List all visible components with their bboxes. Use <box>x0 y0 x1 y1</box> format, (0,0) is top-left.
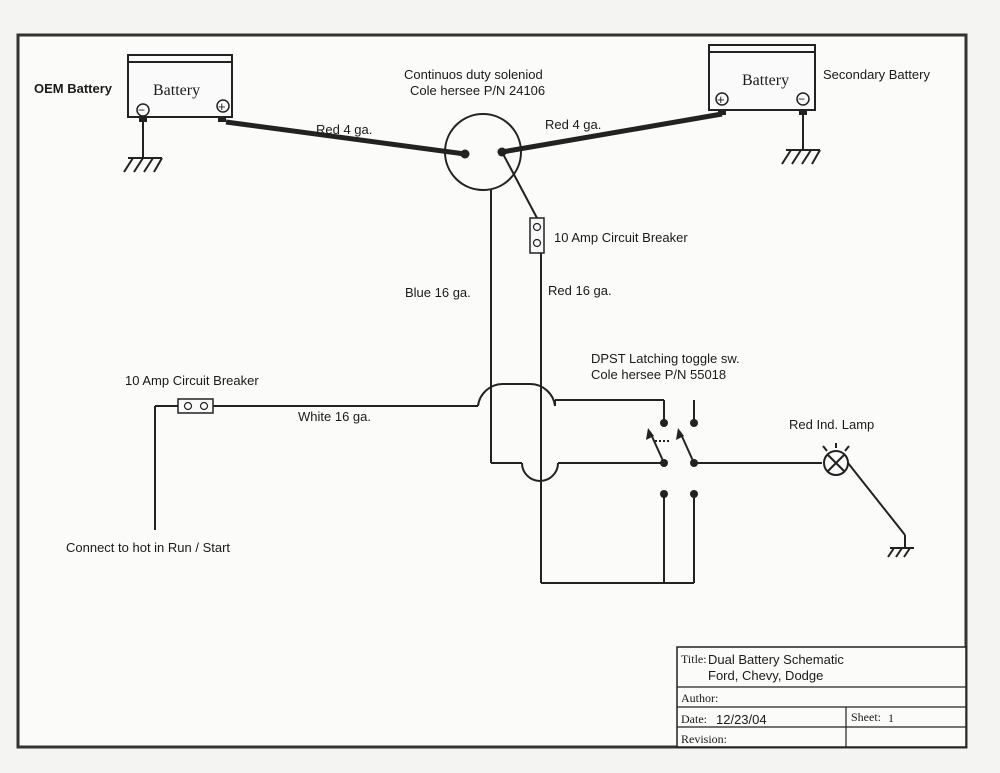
red-16ga-label: Red 16 ga. <box>548 283 612 298</box>
lamp-ground-symbol <box>887 547 914 558</box>
oem-plus-sign: + <box>218 99 226 114</box>
secondary-battery-label: Secondary Battery <box>823 67 930 82</box>
oem-minus-sign: − <box>138 103 145 117</box>
red-4ga-cable-right <box>501 111 723 155</box>
white-16ga-label: White 16 ga. <box>298 409 371 424</box>
circuit-breaker-right-label: 10 Amp Circuit Breaker <box>554 230 688 245</box>
secondary-ground-symbol <box>781 115 821 165</box>
sheet-label: Sheet: <box>851 710 881 724</box>
secondary-minus-sign: − <box>798 92 805 106</box>
oem-battery: Battery − + <box>127 54 233 122</box>
oem-ground-symbol <box>123 122 163 173</box>
author-label: Author: <box>681 691 718 705</box>
dpst-toggle-switch <box>646 400 698 583</box>
indicator-lamp-icon <box>822 443 850 476</box>
red-4ga-cable-left <box>225 119 466 157</box>
dpst-switch-label-line2: Cole hersee P/N 55018 <box>591 367 726 382</box>
date-value: 12/23/04 <box>716 712 767 727</box>
title-value-line2: Ford, Chevy, Dodge <box>708 668 823 683</box>
white-16ga-wire <box>477 382 556 407</box>
oem-battery-text: Battery <box>153 82 200 99</box>
solenoid-label-line1: Continuos duty soleniod <box>404 67 543 82</box>
red-4ga-label-right: Red 4 ga. <box>545 117 601 132</box>
solenoid-label-line2: Cole hersee P/N 24106 <box>410 83 545 98</box>
title-value-line1: Dual Battery Schematic <box>708 652 844 667</box>
oem-battery-label: OEM Battery <box>34 81 113 96</box>
sheet-value: 1 <box>888 711 894 725</box>
red-indicator-lamp-label: Red Ind. Lamp <box>789 417 874 432</box>
blue-16ga-label: Blue 16 ga. <box>405 285 471 300</box>
connect-run-start-label: Connect to hot in Run / Start <box>66 540 230 555</box>
dpst-switch-label-line1: DPST Latching toggle sw. <box>591 351 740 366</box>
secondary-battery: Battery + − <box>708 44 816 115</box>
secondary-plus-sign: + <box>717 92 725 107</box>
red-4ga-label-left: Red 4 ga. <box>316 122 372 137</box>
title-block <box>676 646 967 748</box>
date-label: Date: <box>681 712 707 726</box>
title-label: Title: <box>681 652 707 666</box>
revision-label: Revision: <box>681 732 727 746</box>
secondary-battery-text: Battery <box>742 72 789 89</box>
circuit-breaker-left-label: 10 Amp Circuit Breaker <box>125 373 259 388</box>
